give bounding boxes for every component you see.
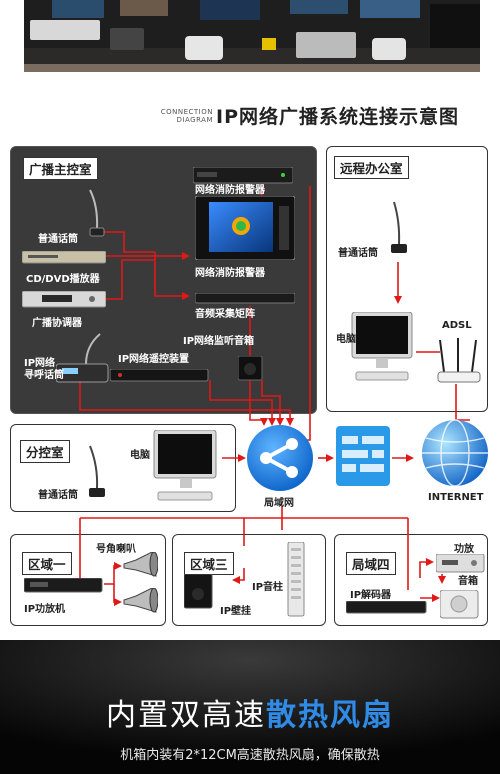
mic-branch-label: 普通话筒 xyxy=(38,490,78,501)
lan-label: 局域网 xyxy=(264,498,294,509)
mic-remote-label: 普通话筒 xyxy=(338,248,378,259)
diagram-title: IP网络广播系统连接示意图 xyxy=(216,106,459,128)
lan-share-icon xyxy=(246,424,318,500)
fire-alarm-main-label: 网络消防报警器 xyxy=(195,268,265,279)
branch-room-label: 分控室 xyxy=(20,440,70,463)
horn-speaker-bottom-icon xyxy=(122,587,159,620)
adsl-label: ADSL xyxy=(442,320,472,331)
ip-amp-label: IP功放机 xyxy=(24,604,66,615)
banner-title: 内置双高速散热风扇 xyxy=(0,690,500,734)
banner-title-highlight: 散热风扇 xyxy=(266,698,394,733)
bottom-banner: 内置双高速散热风扇 机箱内装有2*12CM高速散热风扇，确保散热 xyxy=(0,640,500,774)
fire-alarm-top-label: 网络消防报警器 xyxy=(195,185,265,196)
amp-zone4-label: 功放 xyxy=(454,544,474,555)
remote-office-panel xyxy=(326,146,488,412)
ip-paging-mic-label: IP网络 寻呼话筒 xyxy=(24,358,64,381)
ip-wall-label: IP壁挂 xyxy=(220,606,252,617)
ip-decoder-label: IP解码器 xyxy=(350,590,392,601)
internet-globe-icon xyxy=(418,416,492,494)
ip-remote-label: IP网络遥控装置 xyxy=(118,354,190,365)
master-room-label: 广播主控室 xyxy=(23,157,98,180)
caption-line-1: CONNECTION xyxy=(160,108,213,116)
internet-label: INTERNET xyxy=(428,492,484,503)
ip-paging-mic-icon xyxy=(55,330,112,388)
audio-matrix-label: 音频采集矩阵 xyxy=(195,309,255,320)
adsl-router-icon xyxy=(436,336,482,390)
top-photo-strip xyxy=(0,0,500,72)
banner-title-prefix: 内置双高速 xyxy=(106,698,266,733)
zone1-label: 区域一 xyxy=(22,552,72,575)
ip-monitor-speaker-label: IP网络监听音箱 xyxy=(183,336,255,347)
remote-office-label: 远程办公室 xyxy=(334,156,409,179)
diagram-caption-en: CONNECTION DIAGRAM xyxy=(153,108,213,124)
cd-player-icon xyxy=(21,250,107,269)
tuner-icon xyxy=(21,290,107,313)
pc-branch-label: 电脑 xyxy=(130,450,150,461)
mic-master-label: 普通话筒 xyxy=(38,234,78,245)
caption-line-2: DIAGRAM xyxy=(176,116,213,124)
cd-player-label: CD/DVD播放器 xyxy=(26,274,100,285)
mic-remote-icon xyxy=(388,200,410,260)
fire-alarm-main-unit xyxy=(194,195,296,264)
ip-column-speaker-icon xyxy=(286,541,308,622)
ip-monitor-speaker-icon xyxy=(237,355,264,386)
ip-remote-device-icon xyxy=(109,368,210,387)
mic-master-icon xyxy=(86,188,108,242)
pc-remote-icon xyxy=(350,311,414,390)
zone4-label: 局域四 xyxy=(346,552,396,575)
firewall-icon xyxy=(336,426,392,492)
ip-column-label: IP音柱 xyxy=(252,582,284,593)
zone3-label: 区域三 xyxy=(184,552,234,575)
ip-amp-icon xyxy=(23,577,104,598)
horn-label: 号角喇叭 xyxy=(96,544,136,555)
pc-remote-label: 电脑 xyxy=(336,334,356,345)
amp-zone4-icon xyxy=(435,553,486,578)
mic-branch-icon xyxy=(86,444,108,504)
horn-speaker-top-icon xyxy=(122,551,159,584)
speaker-zone4-icon xyxy=(439,589,480,624)
speaker-zone4-label: 音箱 xyxy=(458,576,478,587)
ip-decoder-icon xyxy=(345,600,428,619)
banner-subtitle: 机箱内装有2*12CM高速散热风扇，确保散热 xyxy=(120,748,380,763)
tuner-label: 广播协调器 xyxy=(32,318,82,329)
ip-wall-speaker-icon xyxy=(183,573,214,614)
pc-branch-icon xyxy=(152,429,218,508)
